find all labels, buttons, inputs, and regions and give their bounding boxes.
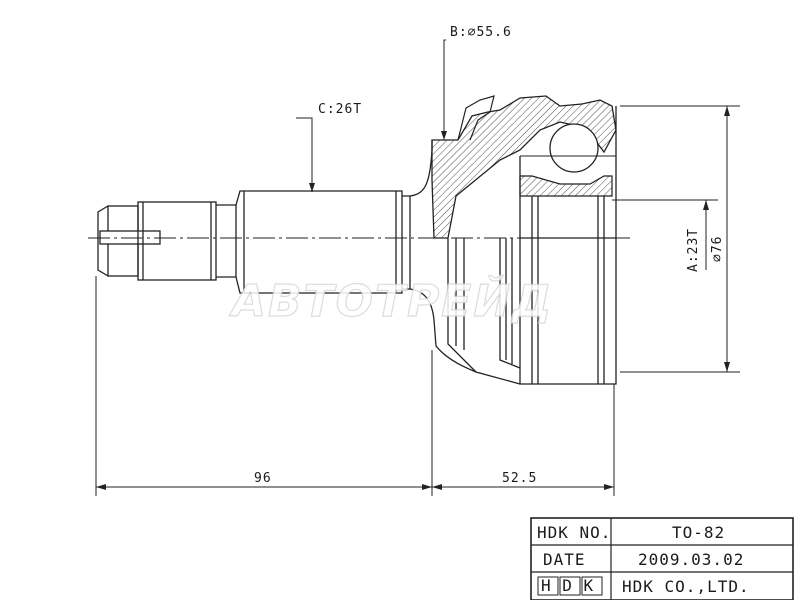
dimension-housing-length: 52.5 <box>502 471 537 486</box>
title-block: HDK NO. TO-82 DATE 2009.03.02 H D K HDK … <box>530 517 794 600</box>
shaft-outline <box>97 140 477 373</box>
title-logo-hdk: H D K <box>541 576 594 595</box>
callout-spline-inner: A:23T <box>686 228 701 272</box>
bottom-dimensions <box>95 276 615 496</box>
callout-bearing-diameter: B:⌀55.6 <box>450 25 512 40</box>
right-dimensions <box>612 105 740 373</box>
title-value-part-number: TO-82 <box>672 523 725 542</box>
callout-spline-outer: C:26T <box>318 102 362 117</box>
dimension-shaft-length: 96 <box>254 471 272 486</box>
bell-housing-section <box>431 95 617 239</box>
title-label-part-number: HDK NO. <box>537 523 611 542</box>
title-value-company: HDK CO.,LTD. <box>622 577 750 596</box>
callout-outer-diameter: ⌀76 <box>710 236 725 262</box>
cv-ball <box>549 123 599 173</box>
title-label-date: DATE <box>543 550 586 569</box>
title-value-date: 2009.03.02 <box>638 550 744 569</box>
housing-exterior <box>447 106 617 385</box>
watermark: АВТОТРЕЙД <box>229 274 553 327</box>
